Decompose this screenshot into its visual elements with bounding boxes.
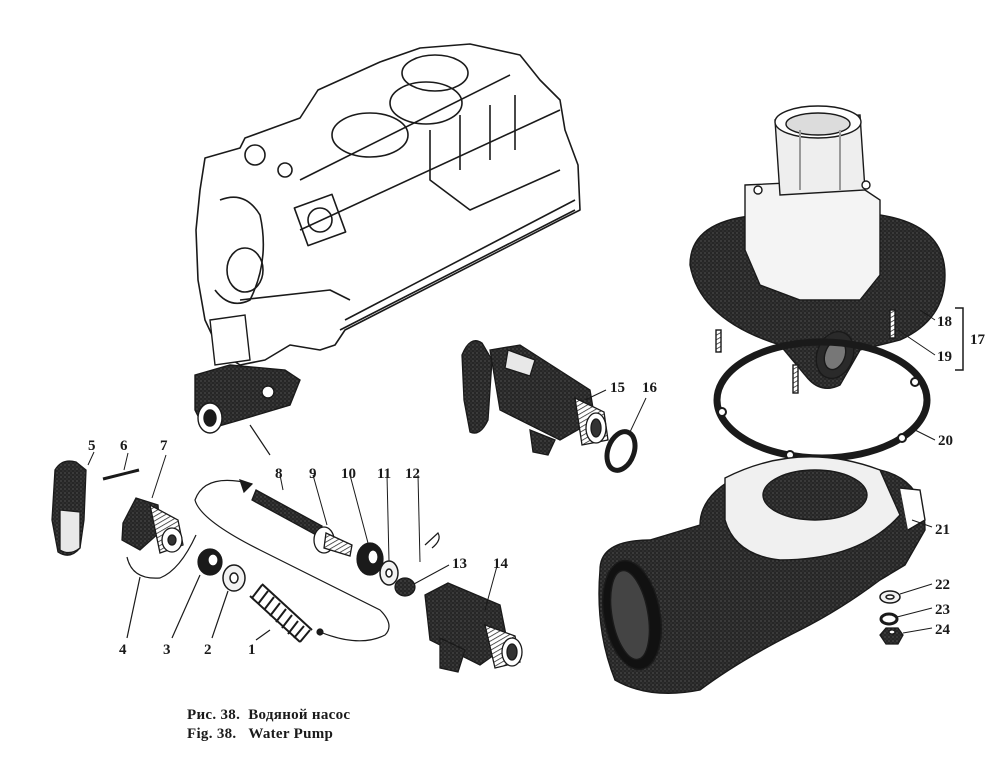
callout-23: 23	[935, 602, 950, 618]
part-11-washer	[379, 474, 399, 586]
part-16-gasket-ring	[604, 397, 647, 473]
callout-18: 18	[937, 314, 952, 330]
callout-14: 14	[493, 556, 508, 572]
part-8-valve-stem	[251, 474, 323, 537]
callout-19: 19	[937, 349, 952, 365]
bracket-17	[955, 307, 964, 371]
part-3-nut	[171, 548, 223, 639]
callout-6: 6	[120, 438, 128, 454]
callout-11: 11	[377, 466, 392, 482]
part-1-spring	[249, 583, 313, 643]
callout-7: 7	[160, 438, 168, 454]
callout-17: 17	[970, 332, 985, 348]
engine-block	[195, 43, 581, 366]
part-7-threaded-plug	[121, 454, 184, 554]
callout-20: 20	[938, 433, 953, 449]
callout-3: 3	[163, 642, 171, 658]
callout-10: 10	[341, 466, 356, 482]
part-2-washer	[211, 564, 246, 639]
callout-9: 9	[309, 466, 317, 482]
callout-5: 5	[88, 438, 96, 454]
callout-8: 8	[275, 466, 283, 482]
block-drain-cock	[194, 314, 301, 456]
pump-lower-housing	[598, 456, 933, 694]
figure-caption-russian: Рис. 38. Водяной насос	[187, 707, 351, 723]
callout-2: 2	[204, 642, 212, 658]
callout-16: 16	[642, 380, 657, 396]
callout-13: 13	[452, 556, 467, 572]
part-10-gland-nut	[349, 474, 384, 576]
pump-upper-housing	[689, 105, 946, 394]
part-6-pin	[102, 452, 140, 481]
part-5-handle	[51, 451, 95, 556]
callout-22: 22	[935, 577, 950, 593]
part-23-spring-washer	[879, 607, 933, 626]
part-13-castle-nut	[394, 564, 450, 597]
part-12-cotter-pin	[417, 474, 440, 563]
part-15-drain-cock	[461, 340, 609, 456]
part-24-nut	[879, 627, 933, 645]
part-9-valve-head	[312, 474, 353, 557]
callout-12: 12	[405, 466, 420, 482]
part-4-lock-wire	[126, 534, 197, 639]
locking-wire-loop	[194, 479, 390, 642]
callout-15: 15	[610, 380, 625, 396]
callout-4: 4	[119, 642, 127, 658]
figure-caption-english: Fig. 38. Water Pump	[187, 726, 334, 742]
part-14-valve-body	[424, 565, 523, 673]
callout-21: 21	[935, 522, 950, 538]
callout-1: 1	[248, 642, 256, 658]
callout-24: 24	[935, 622, 950, 638]
part-22-washer	[879, 583, 933, 604]
